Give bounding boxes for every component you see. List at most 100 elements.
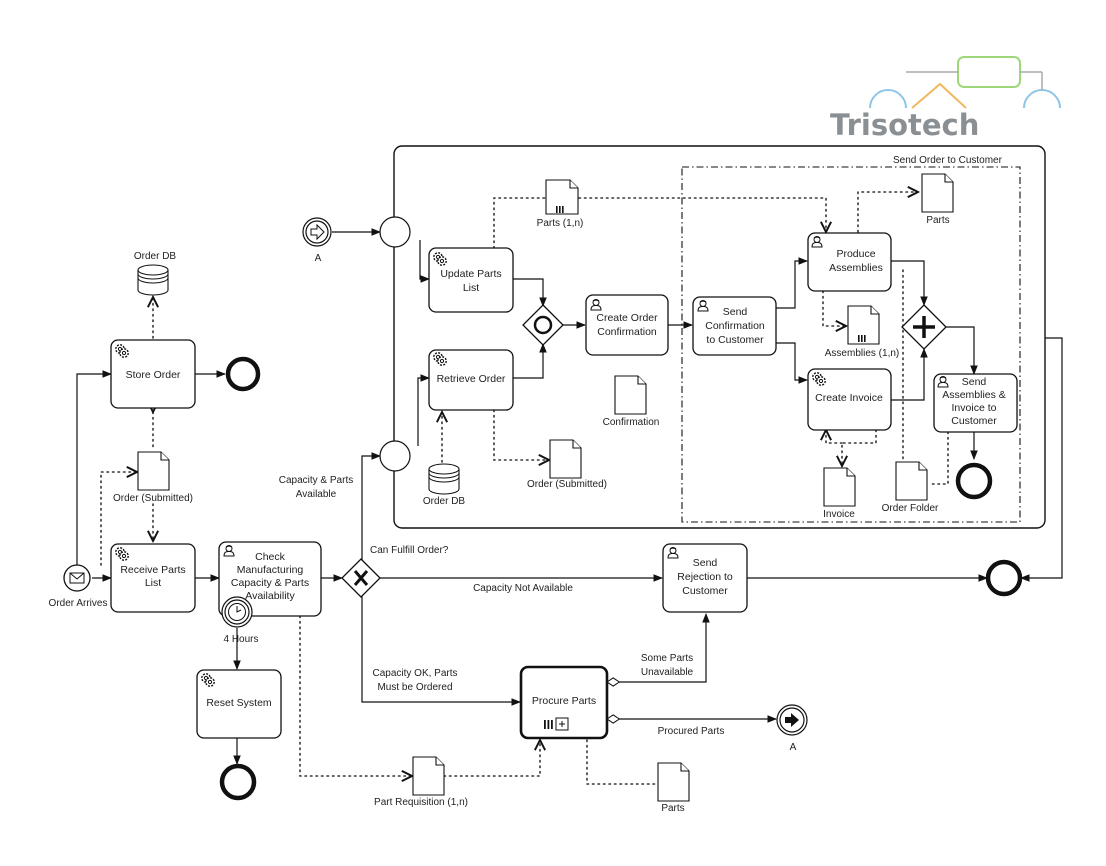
exclusive-gateway[interactable]: Can Fulfill Order? <box>341 545 449 598</box>
svg-text:4 Hours: 4 Hours <box>223 634 258 645</box>
group-label: Send Order to Customer <box>893 155 1003 166</box>
svg-text:Order DB: Order DB <box>134 251 177 262</box>
svg-text:Create Invoice: Create Invoice <box>815 392 883 404</box>
svg-text:Order Arrives: Order Arrives <box>49 598 108 609</box>
subprocess-procure-parts[interactable]: Procure Parts <box>519 665 609 740</box>
svg-text:Confirmation: Confirmation <box>705 320 765 332</box>
dataobject-parts-bottom: Parts <box>657 762 690 814</box>
timer-boundary-event[interactable]: 4 Hours <box>221 596 259 645</box>
svg-text:Order DB: Order DB <box>423 496 466 507</box>
end-event-send-assemblies <box>955 462 993 500</box>
task-store-order[interactable]: Store Order <box>110 339 196 409</box>
envelope-icon <box>69 572 85 584</box>
svg-text:Send: Send <box>723 306 748 318</box>
svg-text:Capacity & Parts: Capacity & Parts <box>279 475 353 486</box>
task-receive-parts-list[interactable]: Receive Parts List <box>110 543 196 613</box>
logo-text: Trisotech <box>830 108 979 142</box>
task-update-parts-list[interactable]: Update Parts List <box>428 247 514 313</box>
svg-text:Invoice to: Invoice to <box>952 402 997 414</box>
svg-text:Check: Check <box>255 551 286 563</box>
link-arrow-icon <box>310 223 325 241</box>
datastore-order-db-inner: Order DB <box>423 463 466 507</box>
svg-text:Store Order: Store Order <box>126 369 181 381</box>
flow-label-capacity-parts-available: Capacity & Parts Available <box>279 475 353 500</box>
trisotech-logo: Trisotech <box>830 56 1061 142</box>
dataobject-confirmation: Confirmation <box>603 375 660 428</box>
dataobject-part-requisition: Part Requisition (1,n) <box>374 756 468 808</box>
svg-text:Capacity OK, Parts: Capacity OK, Parts <box>372 668 457 679</box>
svg-text:Availability: Availability <box>245 590 295 602</box>
svg-text:Reset System: Reset System <box>206 697 272 709</box>
dataobject-assemblies-1n: Assemblies (1,n) <box>825 305 899 359</box>
svg-text:Parts: Parts <box>926 215 949 226</box>
link-arrow-filled-icon <box>785 713 799 727</box>
datastore-order-db-top: Order DB <box>134 251 177 296</box>
task-send-assemblies-invoice[interactable]: Send Assemblies & Invoice to Customer <box>933 373 1018 433</box>
multi-instance-icon <box>544 720 553 729</box>
end-event-rejection <box>985 559 1023 597</box>
task-send-confirmation[interactable]: Send Confirmation to Customer <box>692 296 777 356</box>
svg-text:Order Folder: Order Folder <box>882 503 939 514</box>
task-produce-assemblies[interactable]: Produce Assemblies <box>807 232 892 292</box>
svg-text:Procure Parts: Procure Parts <box>532 695 596 707</box>
svg-text:A: A <box>315 253 322 264</box>
link-catch-event-a[interactable]: A <box>302 217 332 264</box>
end-event-reset <box>219 763 257 801</box>
svg-text:Order (Submitted): Order (Submitted) <box>113 493 193 504</box>
dataobject-parts-1n: Parts (1,n) <box>537 179 584 229</box>
svg-text:Order (Submitted): Order (Submitted) <box>527 479 607 490</box>
svg-text:Customer: Customer <box>951 415 997 427</box>
start-event-lower <box>379 440 411 472</box>
group-send-order <box>681 166 1021 523</box>
svg-text:Receive Parts: Receive Parts <box>120 564 185 576</box>
svg-text:Send: Send <box>962 376 987 388</box>
svg-text:Update Parts: Update Parts <box>440 268 501 280</box>
sequence-flows <box>76 228 1063 765</box>
start-event-order-arrives[interactable]: Order Arrives <box>49 564 108 609</box>
task-create-invoice[interactable]: Create Invoice <box>807 368 892 431</box>
svg-text:Can Fulfill Order?: Can Fulfill Order? <box>370 545 449 556</box>
svg-text:Invoice: Invoice <box>823 509 855 520</box>
task-check-capacity[interactable]: Check Manufacturing Capacity & Parts Ava… <box>218 541 322 617</box>
parallel-gateway[interactable] <box>901 304 947 350</box>
expanded-subprocess <box>393 145 1046 529</box>
svg-text:Rejection to: Rejection to <box>677 571 733 583</box>
task-send-rejection[interactable]: Send Rejection to Customer <box>662 543 748 613</box>
svg-text:Available: Available <box>296 489 337 500</box>
svg-text:A: A <box>790 742 797 753</box>
inclusive-gateway[interactable] <box>522 304 564 346</box>
task-retrieve-order[interactable]: Retrieve Order <box>428 349 514 411</box>
svg-text:to Customer: to Customer <box>706 334 764 346</box>
start-event-upper <box>379 216 411 248</box>
flow-label-capacity-not-available: Capacity Not Available <box>473 583 573 594</box>
svg-text:Confirmation: Confirmation <box>603 417 660 428</box>
task-create-order-confirmation[interactable]: Create Order Confirmation <box>585 294 669 356</box>
svg-text:Assemblies (1,n): Assemblies (1,n) <box>825 348 899 359</box>
svg-text:Manufacturing: Manufacturing <box>237 564 304 576</box>
flow-label-some-parts-unavailable: Some Parts Unavailable <box>641 653 694 678</box>
svg-text:Must be Ordered: Must be Ordered <box>377 682 452 693</box>
svg-text:Parts (1,n): Parts (1,n) <box>537 218 584 229</box>
svg-text:Parts: Parts <box>661 803 684 814</box>
svg-text:List: List <box>463 282 479 294</box>
svg-text:Send: Send <box>693 557 718 569</box>
data-associations <box>100 192 949 785</box>
svg-text:Customer: Customer <box>682 585 728 597</box>
svg-text:List: List <box>145 577 161 589</box>
dataobject-invoice: Invoice <box>823 467 856 520</box>
flow-label-capacity-ok: Capacity OK, Parts Must be Ordered <box>372 668 457 693</box>
svg-text:Assemblies &: Assemblies & <box>942 389 1006 401</box>
svg-text:Assemblies: Assemblies <box>829 262 883 274</box>
svg-text:Unavailable: Unavailable <box>641 667 694 678</box>
flow-label-procured-parts: Procured Parts <box>658 726 725 737</box>
svg-text:Confirmation: Confirmation <box>597 326 657 338</box>
dataobject-order-submitted-inner: Order (Submitted) <box>527 439 607 490</box>
task-reset-system[interactable]: Reset System <box>196 669 282 739</box>
dataobject-parts-top: Parts <box>921 173 954 226</box>
svg-text:Capacity & Parts: Capacity & Parts <box>231 577 309 589</box>
svg-text:Retrieve Order: Retrieve Order <box>437 373 506 385</box>
dataobject-order-submitted-left: Order (Submitted) <box>113 451 193 504</box>
collapsed-subprocess-icon <box>555 717 569 731</box>
link-throw-event-a[interactable]: A <box>776 704 808 753</box>
